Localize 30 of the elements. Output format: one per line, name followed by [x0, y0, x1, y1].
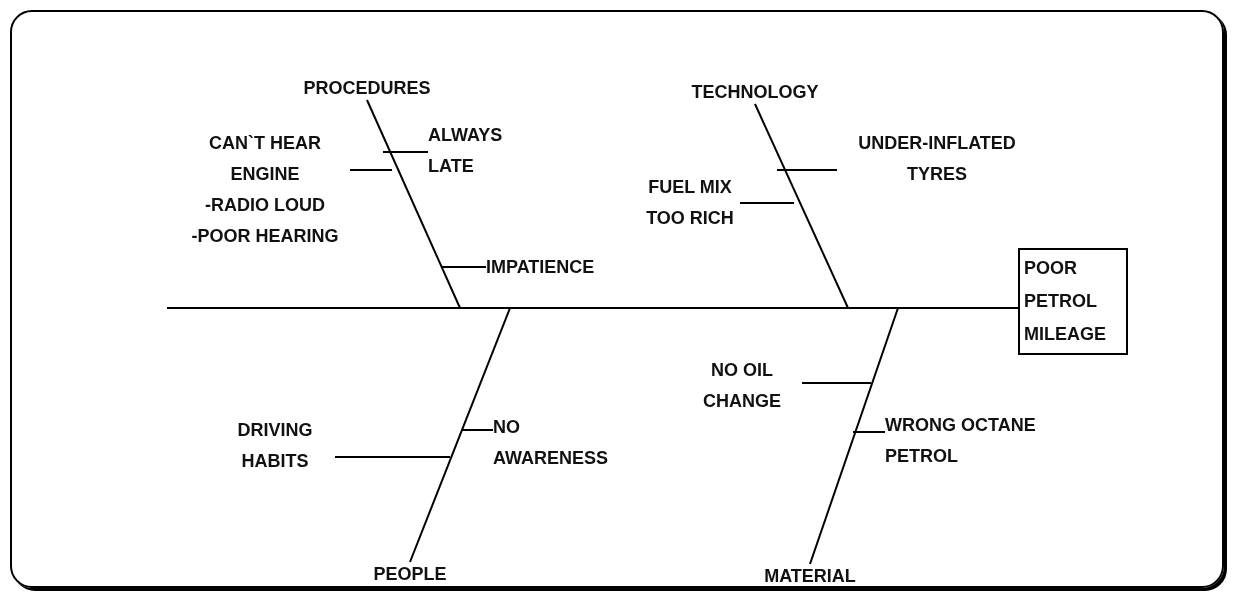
cause-label: -POOR HEARING — [191, 225, 339, 248]
cause-line — [441, 266, 487, 268]
cause-label: WRONG OCTANE PETROL — [885, 410, 1065, 472]
category-label: TECHNOLOGY — [650, 80, 860, 104]
bone-line — [809, 307, 899, 565]
cause-line — [739, 202, 795, 204]
bone-line — [409, 307, 511, 563]
cause-label: FUEL MIX TOO RICH — [640, 172, 740, 234]
category-label: MATERIAL — [740, 564, 880, 588]
cause-label: DRIVING HABITS — [215, 415, 335, 477]
cause-label: UNDER-INFLATED TYRES — [837, 128, 1037, 190]
bone-line — [366, 99, 461, 309]
cause-line — [349, 169, 393, 171]
cause-label: NO AWARENESS — [493, 412, 623, 474]
cause-line — [382, 151, 429, 153]
bone-line — [754, 103, 849, 309]
cause-label: IMPATIENCE — [486, 252, 666, 283]
cause-line — [460, 429, 494, 431]
cause-label: NO OIL CHANGE — [682, 355, 802, 417]
cause-line — [776, 169, 838, 171]
category-label: PEOPLE — [350, 562, 470, 586]
effect-box: POOR PETROL MILEAGE — [1018, 248, 1128, 355]
cause-line — [852, 431, 886, 433]
spine-line — [166, 307, 1019, 309]
category-label: PROCEDURES — [262, 76, 472, 100]
cause-line — [334, 456, 451, 458]
cause-label: CAN`T HEAR ENGINE — [208, 132, 322, 186]
cause-line — [801, 382, 872, 384]
cause-label: -RADIO LOUD — [205, 194, 325, 217]
cause-label: ALWAYS LATE — [428, 120, 528, 182]
